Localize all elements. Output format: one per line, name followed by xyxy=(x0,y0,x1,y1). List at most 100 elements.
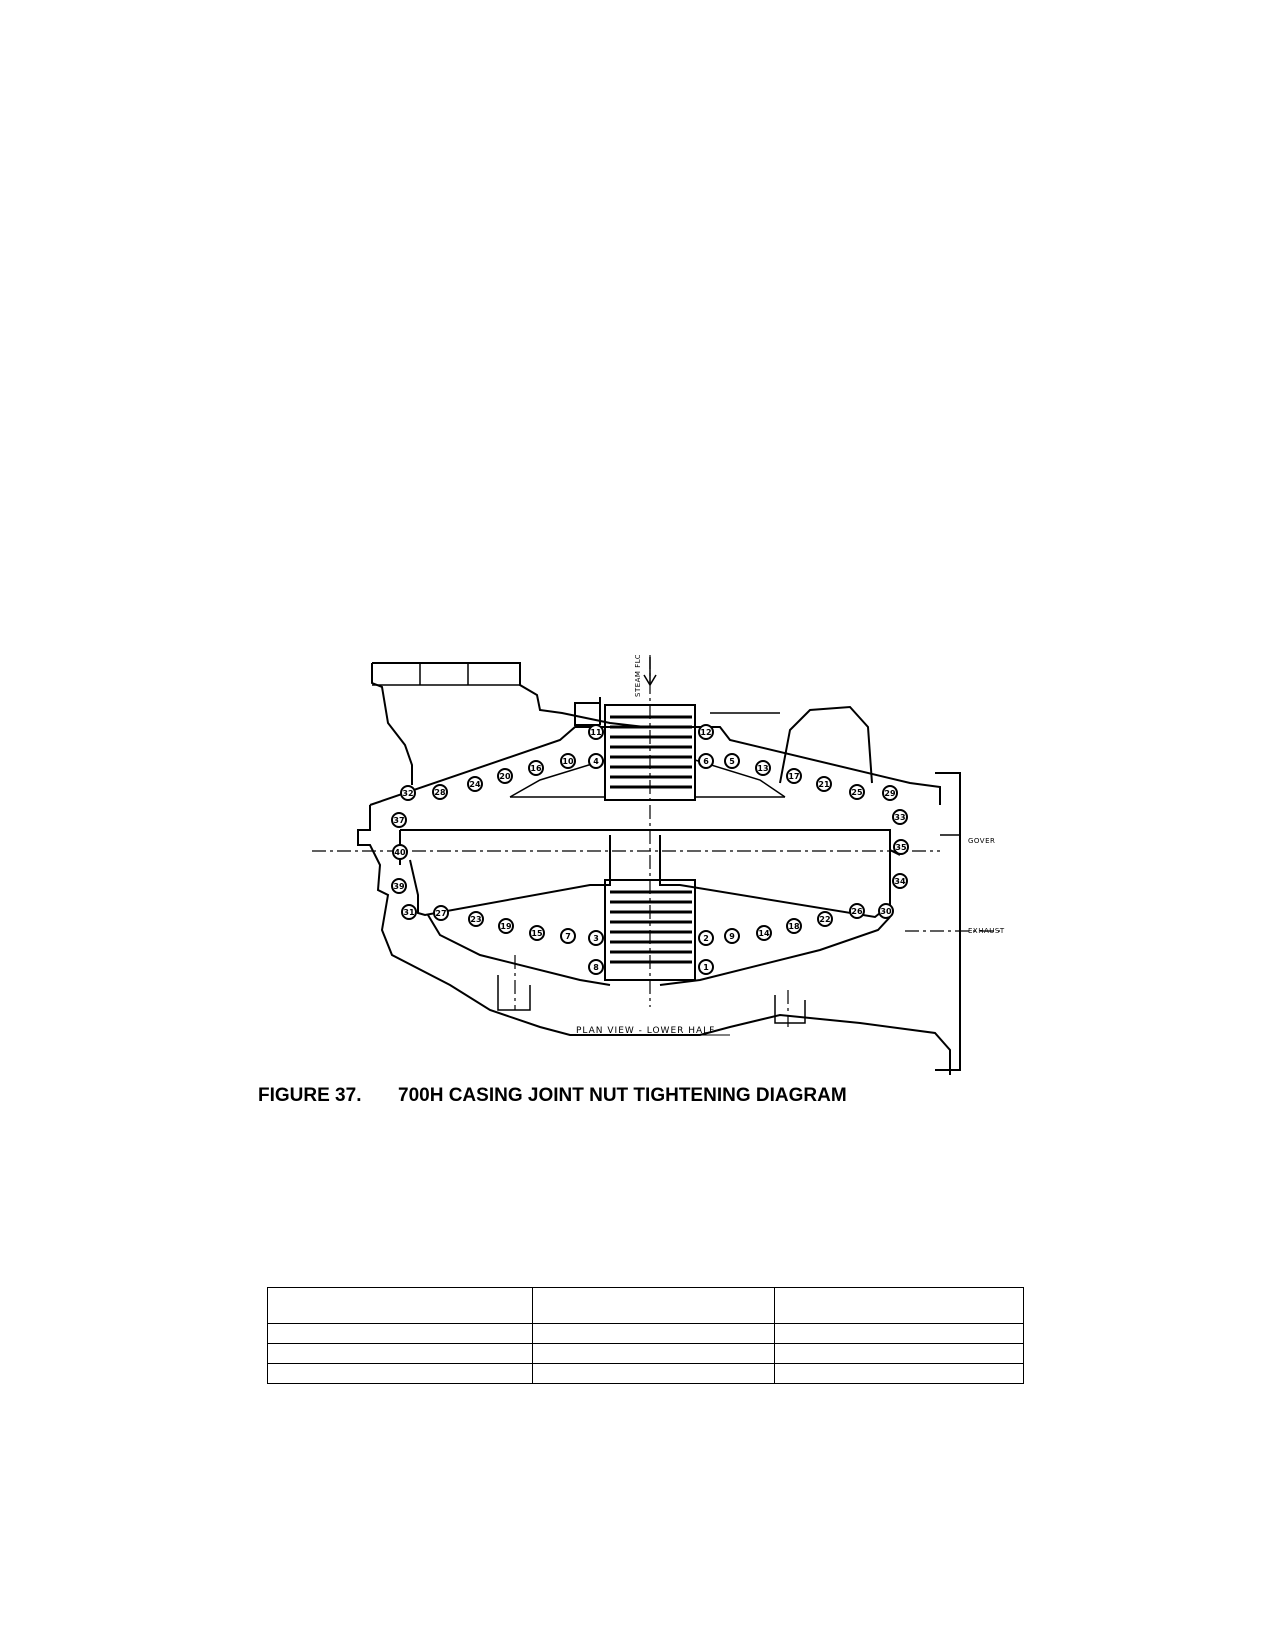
steam-flow-arrow xyxy=(643,657,657,687)
nut-circle xyxy=(893,839,909,855)
governor-label: GOVER xyxy=(968,837,995,845)
nut-number-label: 3 xyxy=(593,934,599,943)
nut-number-label: 23 xyxy=(470,915,481,924)
nut-number-label: 8 xyxy=(593,963,599,972)
table-cell xyxy=(531,1287,775,1324)
nut-circle xyxy=(786,768,802,784)
nut-number-label: 24 xyxy=(469,780,481,789)
nut-circle xyxy=(724,928,740,944)
nut-number-label: 2 xyxy=(703,934,709,943)
nut-number-label: 29 xyxy=(884,789,896,798)
nut-circle xyxy=(892,809,908,825)
nut-number-label: 11 xyxy=(590,728,602,737)
figure-caption: FIGURE 37.700H CASING JOINT NUT TIGHTENI… xyxy=(258,1085,1018,1107)
nut-number-label: 1 xyxy=(703,963,709,972)
nut-circle xyxy=(724,753,740,769)
table-cell xyxy=(773,1323,1024,1344)
nut-number-label: 4 xyxy=(593,757,599,766)
nut-number-label: 39 xyxy=(393,882,405,891)
figure-title: 700H CASING JOINT NUT TIGHTENING DIAGRAM xyxy=(398,1085,847,1106)
exhaust-label: EXHAUST xyxy=(968,927,1005,935)
nut-number-label: 7 xyxy=(565,932,571,941)
nut-number-label: 18 xyxy=(788,922,800,931)
nut-circle xyxy=(560,928,576,944)
nut-circle xyxy=(391,878,407,894)
table-row xyxy=(267,1363,1024,1384)
nut-number-label: 15 xyxy=(531,929,543,938)
nut-number-label: 32 xyxy=(402,789,413,798)
nut-circle xyxy=(560,753,576,769)
nut-circle xyxy=(878,903,894,919)
table-cell xyxy=(773,1287,1024,1324)
nut-number-label: 21 xyxy=(818,780,830,789)
nut-number-label: 16 xyxy=(530,764,542,773)
nut-circle xyxy=(400,785,416,801)
nut-circle xyxy=(432,784,448,800)
nut-number-label: 26 xyxy=(851,907,863,916)
table-row xyxy=(267,1323,1024,1344)
nut-circle xyxy=(528,760,544,776)
nut-circle xyxy=(498,918,514,934)
nut-number-label: 27 xyxy=(435,909,446,918)
nut-circle xyxy=(698,724,714,740)
steam-flow-label: STEAM FLOW xyxy=(634,655,642,697)
nut-circle xyxy=(892,873,908,889)
nut-number-label: 34 xyxy=(894,877,906,886)
nut-number-label: 12 xyxy=(700,728,711,737)
table-cell xyxy=(773,1363,1024,1384)
nut-circle xyxy=(786,918,802,934)
nut-number-label: 9 xyxy=(729,932,735,941)
nut-number-label: 30 xyxy=(880,907,892,916)
table-cell xyxy=(531,1343,775,1364)
nut-circle xyxy=(467,776,483,792)
table-cell xyxy=(531,1363,775,1384)
nut-number-label: 13 xyxy=(757,764,768,773)
nut-circle xyxy=(588,753,604,769)
nut-number-label: 17 xyxy=(788,772,799,781)
nut-circle xyxy=(882,785,898,801)
blank-data-table xyxy=(267,1287,1024,1384)
nut-circle xyxy=(433,905,449,921)
nut-circle xyxy=(588,930,604,946)
table-cell xyxy=(267,1363,533,1384)
nut-number-label: 33 xyxy=(894,813,905,822)
nut-number-label: 5 xyxy=(729,757,735,766)
nut-circle xyxy=(755,760,771,776)
bearing-bracket-outline xyxy=(779,705,873,784)
nut-circle xyxy=(401,904,417,920)
nut-circle xyxy=(698,753,714,769)
nut-circle xyxy=(588,959,604,975)
nut-number-label: 14 xyxy=(758,929,770,938)
nut-circle xyxy=(497,768,513,784)
table-cell xyxy=(773,1343,1024,1364)
nut-number-label: 6 xyxy=(703,757,709,766)
nut-number-label: 40 xyxy=(394,848,406,857)
nut-circle xyxy=(849,784,865,800)
nut-circle xyxy=(468,911,484,927)
table-cell xyxy=(267,1287,533,1324)
plan-view-label: PLAN VIEW - LOWER HALF xyxy=(576,1026,715,1036)
nut-circle xyxy=(816,776,832,792)
nut-number-label: 35 xyxy=(895,843,907,852)
table-cell xyxy=(267,1323,533,1344)
nut-circle xyxy=(392,844,408,860)
nut-number-label: 10 xyxy=(562,757,574,766)
nut-number-label: 22 xyxy=(819,915,830,924)
nut-circle xyxy=(391,812,407,828)
nut-circle xyxy=(698,959,714,975)
table-cell xyxy=(267,1343,533,1364)
table-row xyxy=(267,1343,1024,1364)
nut-circle xyxy=(849,903,865,919)
nut-number-label: 31 xyxy=(403,908,415,917)
nut-number-label: 19 xyxy=(500,922,512,931)
casing-outer-outline xyxy=(357,697,951,1075)
table-cell xyxy=(531,1323,775,1344)
nut-circle xyxy=(698,930,714,946)
nut-number-label: 37 xyxy=(393,816,404,825)
nut-circle xyxy=(756,925,772,941)
nut-circle xyxy=(529,925,545,941)
nut-number-label: 28 xyxy=(434,788,446,797)
table-header-row xyxy=(267,1287,1024,1324)
